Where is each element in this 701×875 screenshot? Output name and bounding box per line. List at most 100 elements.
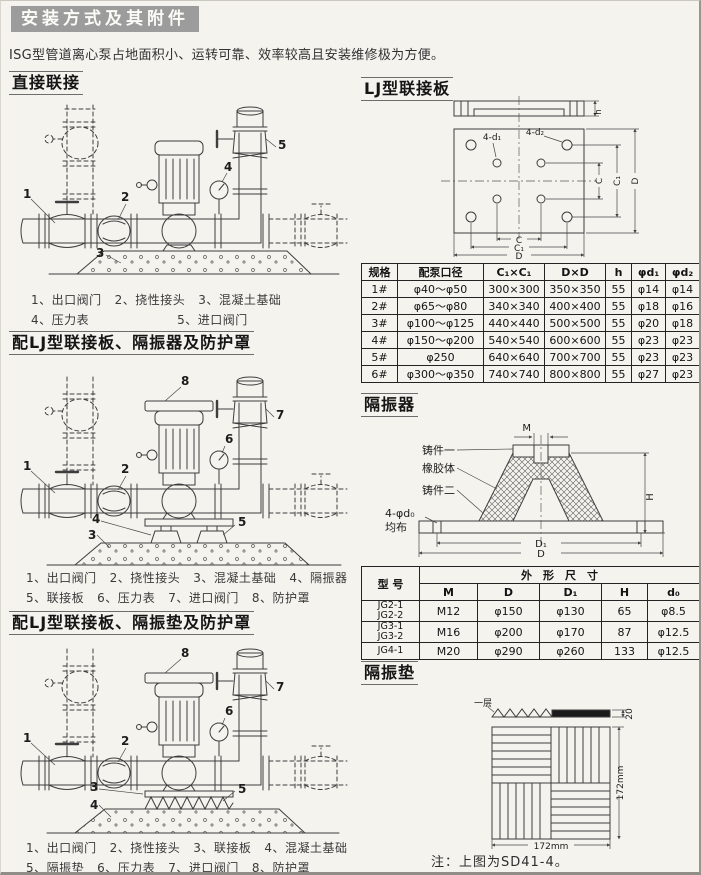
cell: 55 <box>605 348 632 366</box>
caption-item: 6、压力表 <box>97 591 156 605</box>
cell: 6# <box>361 365 398 383</box>
dim-c-right: C <box>595 178 605 184</box>
protective-cover <box>144 400 214 412</box>
cell: φ8.5 <box>647 600 699 622</box>
caption-list-isolator-assembly: 1、出口阀门 2、挠性接头 3、混凝土基础 4、隔振器 5、联接板 6、压力表 … <box>26 569 361 609</box>
caption-item: 5、联接板 <box>26 591 85 605</box>
dim-c1-bottom: C₁ <box>514 244 524 254</box>
callout-1: 1 <box>23 187 31 201</box>
alternate-piping-dashed <box>44 376 99 486</box>
concrete-foundation <box>46 542 342 566</box>
cell: 300×300 <box>483 280 545 298</box>
cell: 55 <box>605 365 632 383</box>
caption-item: 8、防护罩 <box>251 861 311 875</box>
callout-3: 3 <box>88 528 96 542</box>
cell: 800×800 <box>544 365 606 383</box>
col-header: 规格 <box>361 263 398 281</box>
direct-connection-diagram: 1 2 3 4 5 <box>20 104 348 275</box>
col-header: C₁×C₁ <box>483 263 545 281</box>
cell: φ23 <box>665 331 699 349</box>
cell: φ250 <box>397 348 484 366</box>
callout-1: 1 <box>23 731 31 745</box>
cell: φ12.5 <box>647 642 699 660</box>
cell: φ150～φ200 <box>397 331 484 349</box>
footnote: 注：上图为SD41-4。 <box>431 855 569 870</box>
caption-item: 7、进口阀门 <box>168 591 239 605</box>
caption-item: 3、联接板 <box>193 841 252 855</box>
col-header: 配泵口径 <box>397 263 484 281</box>
dim-m: M <box>522 423 531 434</box>
cell: 640×640 <box>483 348 545 366</box>
caption-item: 2、挠性接头 <box>114 293 186 307</box>
cell: 55 <box>605 331 632 349</box>
dim-height: 172mm <box>616 766 626 801</box>
flexible-joint <box>97 215 131 247</box>
callout-7: 7 <box>276 680 284 694</box>
col-header: 型 号 <box>361 566 420 601</box>
col-header: h <box>605 263 632 281</box>
table-header-row: 型 号 外 形 尺 寸 <box>361 566 699 601</box>
cell: 87 <box>601 621 648 643</box>
intro-text: ISG型管道离心泵占地面积小、运转可靠、效率较高且安装维修极为方便。 <box>9 48 445 63</box>
label-casting-1: 铸件一 <box>422 443 455 457</box>
cell: 5# <box>361 348 398 366</box>
dim-thickness: 20 <box>625 708 635 720</box>
cell: 500×500 <box>544 314 606 332</box>
pad-profile <box>491 708 611 718</box>
dim-d1: D₁ <box>535 539 547 550</box>
heading-isolator: 隔振器 <box>361 393 419 417</box>
cell: φ14 <box>631 280 666 298</box>
protective-cover <box>144 672 214 684</box>
heading-lj-plate: LJ型联接板 <box>361 77 454 101</box>
cell: φ100～φ125 <box>397 314 484 332</box>
callout-7: 7 <box>276 408 284 422</box>
label-bolt-holes: 4-φd₀ <box>385 507 415 520</box>
dashed-pipeline-valve <box>268 473 348 519</box>
caption-item: 7、进口阀门 <box>168 861 239 875</box>
cell: φ23 <box>665 348 699 366</box>
caption-item: 4、隔振器 <box>289 571 348 585</box>
flexible-joint <box>97 485 131 517</box>
concrete-foundation <box>46 808 340 834</box>
caption-item: 8、防护罩 <box>251 591 311 605</box>
inlet-valve-riser <box>215 106 268 244</box>
dashed-pipeline-valve <box>268 203 348 249</box>
callout-5: 5 <box>238 515 246 529</box>
cell: φ200 <box>477 621 540 643</box>
callout-1: 1 <box>23 459 31 473</box>
inlet-valve-riser <box>215 648 268 786</box>
dim-c1-right: C₁ <box>613 176 623 186</box>
cell: φ16 <box>665 297 699 315</box>
cell: 55 <box>605 314 632 332</box>
cell: φ12.5 <box>647 621 699 643</box>
pump <box>136 682 204 792</box>
callout-5: 5 <box>278 138 286 152</box>
caption-item: 1、出口阀门 <box>31 293 102 307</box>
pad-assembly-diagram: 1 2 3 4 5 6 7 8 <box>20 647 348 834</box>
flexible-joint <box>97 757 131 789</box>
dim-d: D <box>537 549 545 559</box>
cell: 350×350 <box>544 280 606 298</box>
outlet-valve <box>48 470 86 519</box>
cell-model: JG4-1 <box>361 642 420 660</box>
vibration-isolators <box>150 525 228 544</box>
cell: φ260 <box>539 642 602 660</box>
caption-item: 4、压力表 <box>31 313 90 327</box>
cell: 133 <box>601 642 648 660</box>
callout-4: 4 <box>92 512 100 526</box>
col-header: φd₁ <box>631 263 666 281</box>
cell: 740×740 <box>483 365 545 383</box>
label-layer: 一层 <box>474 698 492 709</box>
cell: 700×700 <box>544 348 606 366</box>
cell: φ40～φ50 <box>397 280 484 298</box>
heading-pad-assembly: 配LJ型联接板、隔振垫及防护罩 <box>9 611 255 635</box>
heading-isolator-assembly: 配LJ型联接板、隔振器及防护罩 <box>9 331 255 355</box>
dim-width: 172mm <box>534 842 569 851</box>
